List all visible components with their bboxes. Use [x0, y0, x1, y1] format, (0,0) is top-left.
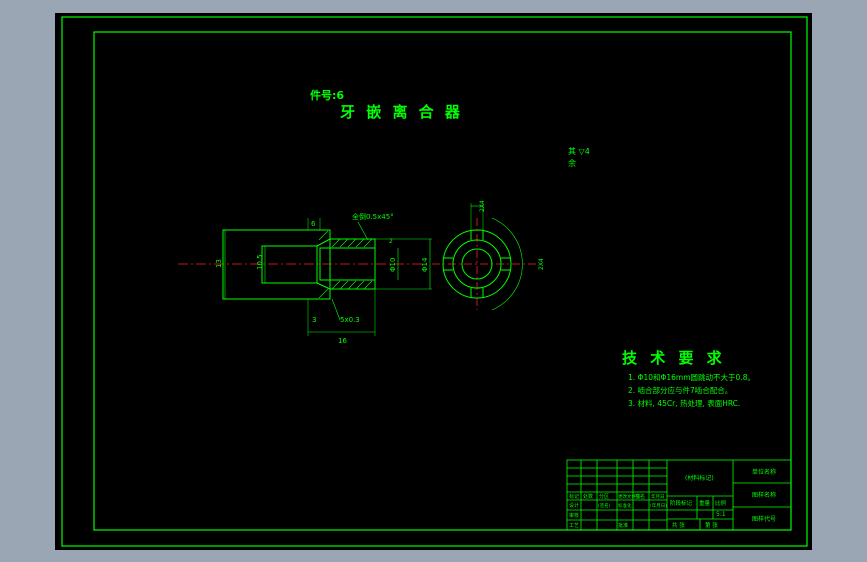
unit-name: 单位名称: [752, 468, 776, 476]
leader-chamfer: [357, 221, 369, 241]
chamfer-line: [316, 238, 331, 247]
sheet-inner-border: [93, 31, 792, 531]
tech-req-item-3: 3. 材料, 45Cr, 热处理, 表面HRC.: [628, 398, 740, 408]
dim-small: 6: [311, 220, 316, 228]
stage-mark: 阶段标记: [670, 499, 693, 507]
sign-placeholder: (签名): [598, 502, 611, 509]
roughness-note-2: 余: [568, 158, 576, 168]
dim-a2: 2: [389, 238, 393, 245]
dim-bore: 10.5: [256, 254, 264, 270]
dim-right-side: 2X4: [538, 258, 545, 270]
tech-req-title: 技 术 要 求: [622, 349, 726, 367]
std-check: 标准化: [618, 502, 632, 509]
rev-col-date: 年月日: [651, 493, 665, 500]
date-placeholder: (年月日): [650, 502, 667, 509]
role-process: 工艺: [569, 523, 579, 529]
rev-col-mark: 标记: [569, 493, 579, 500]
end-mid-circle: [452, 239, 502, 289]
title-block: [566, 459, 792, 531]
drawing-name: 图样名称: [752, 491, 776, 499]
end-bore-circle: [461, 248, 493, 280]
drawing-canvas: [55, 13, 812, 550]
bore: [261, 245, 318, 284]
sheet-total: 共 张: [672, 521, 685, 529]
rev-col-file: 更改文件号: [618, 493, 641, 500]
shaft-bore: [319, 247, 376, 281]
approve: 批准: [618, 522, 628, 529]
end-view: [432, 203, 538, 311]
role-design: 设计: [569, 502, 579, 509]
sheet-outer-border: [61, 16, 808, 547]
dim-total: 16: [338, 337, 347, 345]
end-outer-circle: [442, 229, 512, 299]
sheet-no: 第 张: [705, 521, 718, 529]
rev-col-count: 处数: [583, 493, 593, 500]
dim-phi14: Φ14: [421, 257, 429, 272]
dim-phi10: Φ10: [389, 258, 397, 272]
part-number: 件号:6: [310, 88, 344, 102]
chamfer-note: 全倒0.5x45°: [352, 212, 394, 221]
dim-3: 3: [312, 316, 316, 324]
scale-label: 比例: [715, 499, 727, 507]
drawing-code: 图样代号: [752, 515, 776, 523]
rev-col-sign: 签名: [635, 493, 645, 500]
chamfer-line: [316, 282, 331, 290]
tech-req-item-2: 2. 啮合部分应与件7啮合配合。: [628, 385, 732, 395]
weight-label: 重量: [699, 499, 711, 507]
role-review: 审核: [569, 512, 579, 519]
dim-groove: 5x0.3: [340, 316, 360, 324]
rev-col-zone: 分区: [599, 493, 609, 500]
dim-height: 13: [215, 259, 223, 268]
material-mark: (材料标记): [685, 474, 714, 482]
roughness-note-1: 其 ▽4: [568, 147, 590, 156]
dim-right-top: 2X4: [479, 200, 486, 212]
assembly-title: 牙 嵌 离 合 器: [340, 103, 463, 121]
leader-groove: [331, 298, 341, 321]
tech-req-item-1: 1. Φ10和Φ16mm圆跳动不大于0.8。: [628, 372, 755, 382]
scale-value: 5:1: [716, 511, 726, 518]
arc-dim: [491, 217, 523, 311]
hatching: [318, 230, 373, 299]
section-view: [178, 218, 432, 336]
